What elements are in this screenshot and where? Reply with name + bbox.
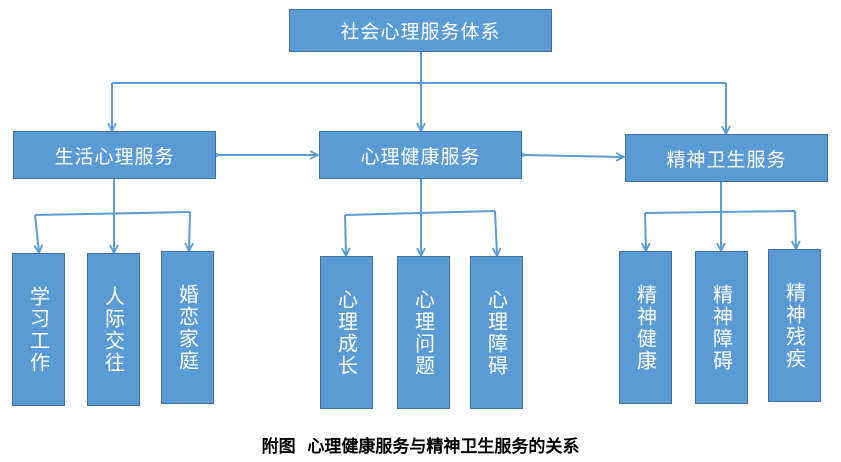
connector-line (34, 211, 191, 216)
arrow-line (495, 210, 497, 255)
arrow-line (189, 211, 190, 250)
arrow-line (35, 214, 39, 252)
item-box: 人际交往 (87, 253, 140, 406)
item-box: 婚恋家庭 (161, 251, 214, 404)
item-box: 心理成长 (320, 256, 373, 409)
root-box: 社会心理服务体系 (289, 9, 552, 52)
item-box: 学习工作 (12, 253, 65, 406)
item-box: 精神残疾 (768, 249, 821, 402)
arrow-line (345, 214, 346, 255)
arrow-line (645, 212, 646, 250)
category-box-psychiatric: 精神卫生服务 (625, 134, 828, 182)
item-box: 心理障碍 (470, 256, 523, 409)
item-box: 精神障碍 (695, 251, 748, 404)
category-box-life: 生活心理服务 (13, 131, 216, 179)
double-arrow-line (524, 155, 623, 157)
item-box: 精神健康 (619, 251, 672, 404)
arrow-line (795, 210, 796, 248)
category-box-mental-health: 心理健康服务 (319, 131, 522, 179)
item-box: 心理问题 (397, 256, 450, 409)
figure-caption: 附图 心理健康服务与精神卫生服务的关系 (261, 437, 580, 457)
